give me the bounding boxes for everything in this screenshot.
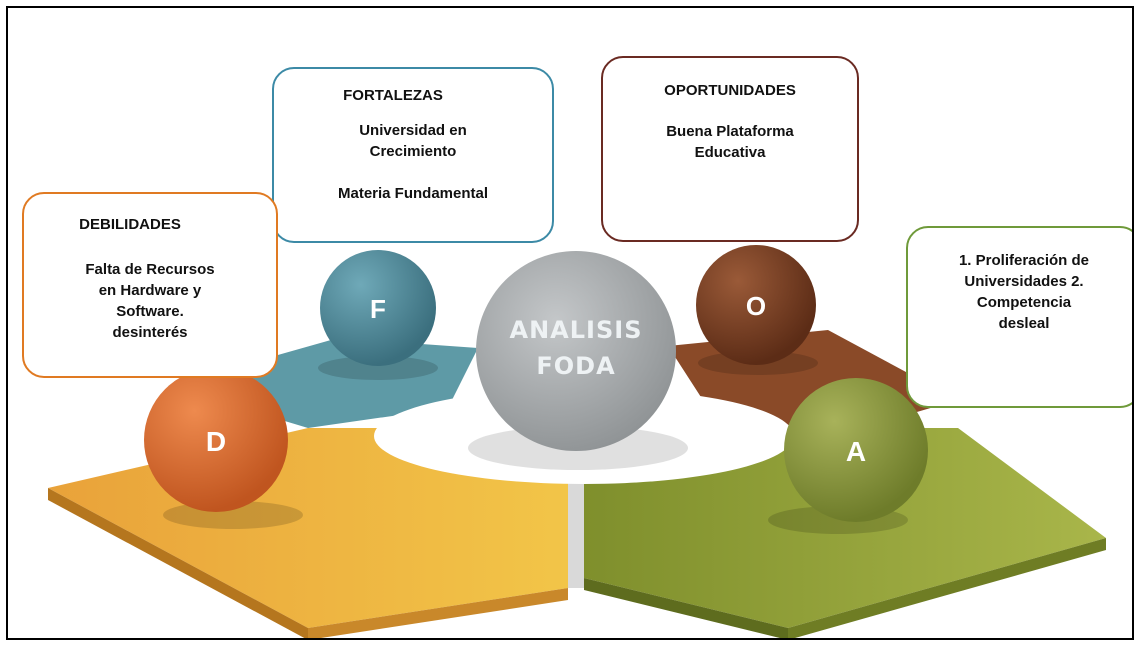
ball-letter-o: O	[746, 291, 766, 321]
box-debilidades-title: DEBILIDADES	[79, 216, 181, 233]
foda-diagram: F O ANALISIS FODA D A	[48, 245, 1106, 638]
center-title-line1: ANALISIS	[510, 316, 643, 344]
segment-amenazas-edge2	[788, 538, 1106, 638]
segment-amenazas	[584, 428, 1106, 628]
segment-amenazas-edge	[584, 578, 788, 638]
box-amenazas-body: 1. Proliferación de Universidades 2. Com…	[958, 252, 1090, 332]
box-oportunidades-title: OPORTUNIDADES	[664, 82, 796, 99]
ball-letter-a: A	[846, 436, 866, 467]
box-oportunidades: OPORTUNIDADES Buena Plataforma Educativa	[601, 56, 859, 242]
center-gap	[568, 478, 584, 588]
box-debilidades-body: Falta de Recursos en Hardware y Software…	[85, 261, 215, 341]
ball-letter-d: D	[206, 426, 226, 457]
center-title-line2: FODA	[536, 352, 615, 380]
box-amenazas: 1. Proliferación de Universidades 2. Com…	[906, 226, 1132, 408]
diagram-frame: F O ANALISIS FODA D A FORTALEZAS Univers…	[6, 6, 1134, 640]
ball-fortalezas	[320, 250, 436, 366]
ball-f-shadow	[318, 356, 438, 380]
box-oportunidades-body: Buena Plataforma Educativa	[666, 123, 794, 161]
box-fortalezas-body: Universidad en Crecimiento Materia Funda…	[337, 122, 489, 202]
ball-amenazas	[784, 378, 928, 522]
segment-debilidades-edge2	[308, 588, 568, 638]
ball-letter-f: F	[370, 294, 386, 324]
ball-oportunidades	[696, 245, 816, 365]
segment-debilidades-edge	[48, 488, 308, 638]
box-fortalezas: FORTALEZAS Universidad en Crecimiento Ma…	[272, 67, 554, 243]
box-fortalezas-title: FORTALEZAS	[343, 87, 443, 104]
ball-center	[476, 251, 676, 451]
ball-debilidades	[144, 368, 288, 512]
box-debilidades: DEBILIDADES Falta de Recursos en Hardwar…	[22, 192, 278, 378]
